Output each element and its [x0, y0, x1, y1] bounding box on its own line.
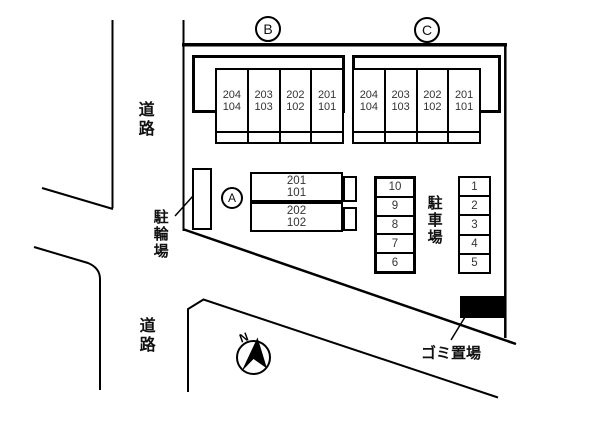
unit-upper: 202 — [423, 88, 442, 101]
balcony-strip — [217, 131, 247, 142]
garbage-leader-line — [450, 316, 466, 341]
parking-space: 10 — [388, 181, 402, 194]
balcony-strip — [354, 131, 384, 142]
parking-space: 9 — [377, 195, 413, 215]
parking-space: 7 — [377, 233, 413, 252]
unit-cell: 201 101 — [252, 174, 341, 204]
bicycle-parking-area — [192, 168, 212, 230]
unit-lower: 102 — [286, 217, 307, 229]
road-label-bottom: 道路 — [139, 318, 156, 354]
unit-upper: 203 — [391, 88, 410, 101]
unit-lower: 104 — [222, 100, 242, 113]
balcony-strip — [385, 131, 416, 142]
garbage-area — [460, 296, 505, 318]
unit-lower: 102 — [423, 100, 442, 113]
bicycle-parking-label: 駐輪場 — [153, 209, 169, 260]
unit-lower: 101 — [286, 187, 307, 199]
garbage-label: ゴミ置場 — [421, 345, 482, 362]
compass-north-label: N — [237, 329, 250, 345]
parking-column-right: 1 2 3 4 5 — [458, 176, 491, 274]
unit-lower: 103 — [254, 100, 273, 113]
unit-upper: 201 — [286, 175, 307, 187]
building-a-units: 201 101 202 102 — [250, 172, 343, 232]
unit-upper: 201 — [317, 88, 337, 101]
building-a-stair-tab-bottom — [343, 207, 357, 231]
unit-lower: 102 — [286, 100, 305, 113]
building-b-marker: B — [255, 16, 281, 42]
unit-lower: 103 — [391, 100, 410, 113]
parking-space: 2 — [460, 195, 489, 214]
balcony-strip — [248, 131, 279, 142]
unit-upper: 202 — [286, 205, 307, 217]
parking-space: 1 — [471, 180, 478, 193]
balcony-strip — [449, 131, 479, 142]
unit-lower: 101 — [317, 100, 337, 113]
unit-upper: 204 — [222, 88, 242, 101]
building-c-marker: C — [414, 17, 440, 43]
parking-space: 3 — [460, 214, 489, 233]
balcony-strip — [280, 131, 311, 142]
parking-column-left: 10 9 8 7 6 — [374, 176, 416, 274]
road-label-left: 道路 — [138, 102, 155, 138]
parking-space: 6 — [377, 252, 413, 271]
building-a-marker: A — [221, 187, 243, 209]
unit-lower: 101 — [454, 100, 474, 113]
balcony-strip — [312, 131, 342, 142]
road-diagonal-lower-edge — [187, 298, 499, 399]
unit-lower: 104 — [359, 100, 379, 113]
compass-north-arrow-icon — [241, 337, 267, 372]
parking-space: 5 — [460, 252, 489, 272]
parking-label: 駐車場 — [427, 195, 443, 246]
road-corner-upper — [41, 187, 114, 210]
road-corner-lower — [33, 246, 101, 390]
building-a-stair-tab-top — [343, 176, 357, 202]
parking-space: 4 — [460, 233, 489, 253]
unit-upper: 204 — [359, 88, 379, 101]
unit-cell: 202 102 — [252, 204, 341, 230]
unit-upper: 203 — [254, 88, 273, 101]
unit-upper: 201 — [454, 88, 474, 101]
parking-space: 8 — [377, 214, 413, 234]
compass-circle — [236, 340, 271, 375]
balcony-strip — [417, 131, 448, 142]
unit-upper: 202 — [286, 88, 305, 101]
